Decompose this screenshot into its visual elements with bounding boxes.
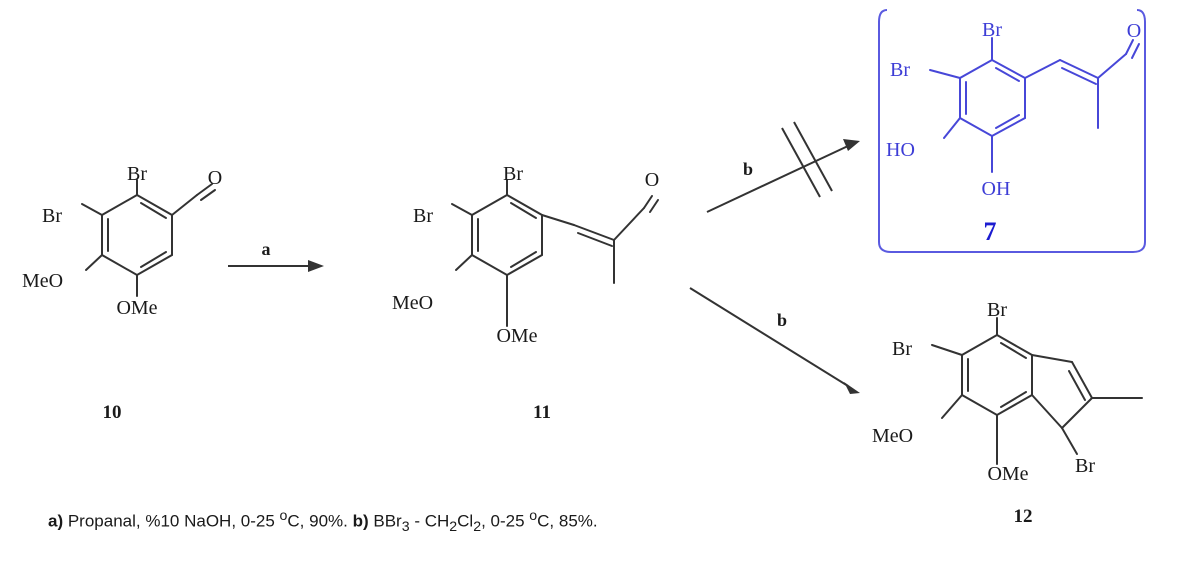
c7-br-left: Br [890, 59, 910, 81]
condition-a-text-1: Propanal, %10 NaOH, 0-25 [63, 511, 280, 531]
compound-number-12: 12 [1014, 506, 1033, 527]
c10-aldehyde-o: O [208, 167, 222, 189]
compound-12: Br Br MeO OMe Br 12 [872, 299, 1143, 527]
c12-br-top: Br [987, 299, 1007, 321]
arrow-step-b: b [689, 287, 860, 394]
compound-7: Br Br HO OH O 7 [878, 9, 1146, 253]
c7-oh: OH [982, 178, 1011, 200]
c10-ring [101, 194, 173, 277]
condition-b-text-4: , 0-25 [481, 511, 530, 531]
target-bracket [878, 9, 1146, 253]
compound-number-10: 10 [103, 402, 122, 423]
c11-ome: OMe [496, 325, 537, 347]
c12-ome: OMe [987, 463, 1028, 485]
condition-a-degree: o [279, 508, 288, 524]
condition-b-label: b) [352, 511, 369, 531]
condition-b-text-5: C, 85%. [537, 511, 598, 531]
c10-meo: MeO [22, 270, 63, 292]
c7-ho: HO [886, 139, 915, 161]
compound-11: Br Br MeO OMe O 11 [392, 163, 659, 423]
c12-br-ring: Br [1075, 455, 1095, 477]
condition-b-text-3: Cl [457, 511, 474, 531]
condition-a-text-2: C, 90%. [287, 511, 353, 531]
arrow-b-lower-label: b [777, 310, 787, 330]
c10-br-top: Br [127, 163, 147, 185]
condition-b-sub-2: 2 [449, 519, 458, 536]
condition-b-sub-1: 3 [401, 519, 410, 536]
c12-br-left: Br [892, 338, 912, 360]
blocked-slash-1 [781, 127, 821, 198]
arrow-b-upper-label: b [743, 159, 753, 179]
reaction-conditions: a) Propanal, %10 NaOH, 0-25 oC, 90%. b) … [48, 508, 598, 535]
c12-meo: MeO [872, 425, 913, 447]
condition-b-sub-3: 2 [473, 519, 482, 536]
c7-aldehyde-o: O [1127, 20, 1141, 42]
c7-ring [959, 59, 1026, 138]
compound-number-7: 7 [984, 217, 997, 246]
condition-b-text-2: - CH [409, 511, 450, 531]
c10-br-left: Br [42, 205, 62, 227]
arrow-step-b-blocked: b [706, 121, 860, 213]
c11-br-top: Br [503, 163, 523, 185]
c7-br-top: Br [982, 19, 1002, 41]
condition-b-text-1: BBr [368, 511, 402, 531]
compound-number-11: 11 [533, 402, 551, 423]
arrow-step-a: a [228, 239, 324, 272]
arrow-a-label: a [262, 239, 271, 259]
c11-ring [471, 194, 543, 277]
c11-br-left: Br [413, 205, 433, 227]
compound-10: Br Br MeO OMe O 10 [22, 163, 222, 423]
c10-ome: OMe [116, 297, 157, 319]
c11-meo: MeO [392, 292, 433, 314]
condition-b-degree: o [529, 508, 538, 524]
condition-a-label: a) [48, 511, 64, 531]
c11-aldehyde-o: O [645, 169, 659, 191]
c12-benzene-ring [961, 334, 1033, 417]
blocked-slash-2 [793, 121, 833, 192]
